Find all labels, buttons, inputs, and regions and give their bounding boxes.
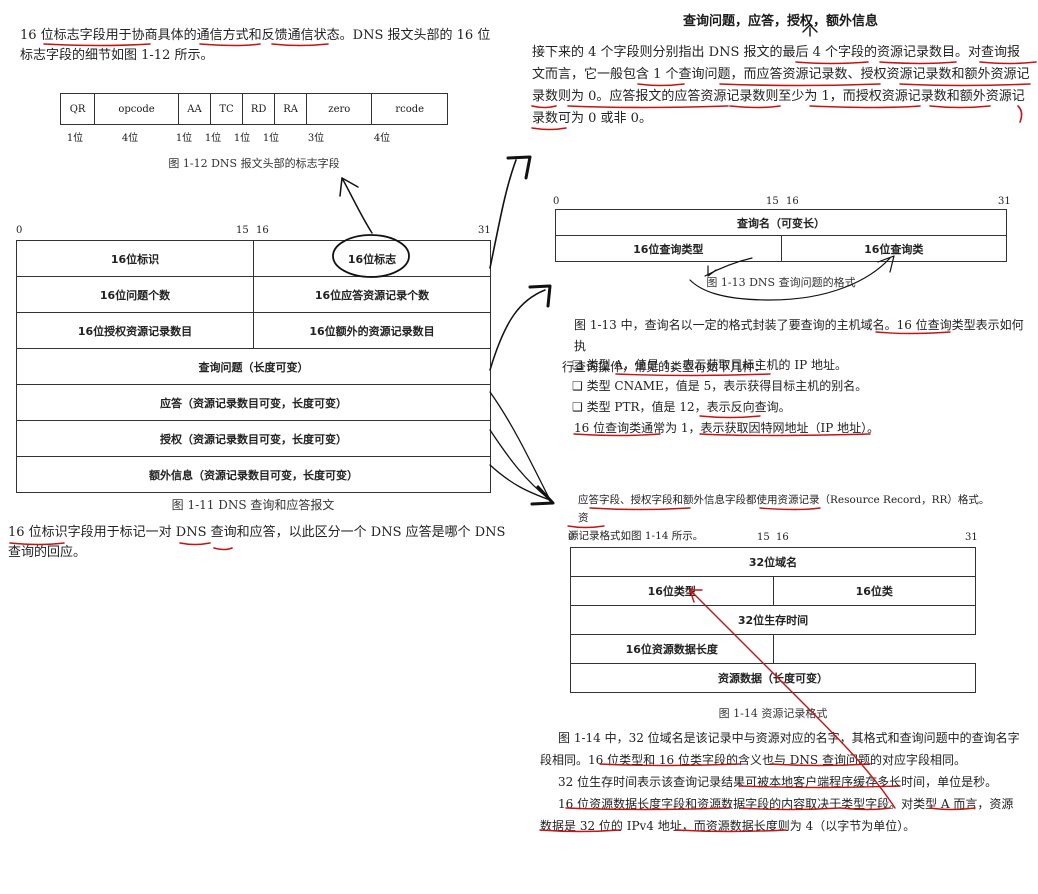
dns-message-format-table: 16位标识 16位标志 16位问题个数 16位应答资源记录个数 16位授权资源记… xyxy=(16,240,491,493)
flag-ra-cell: RA xyxy=(274,93,308,125)
bit-label-15: 15 xyxy=(757,532,770,543)
query-type-field: 16位查询类型 xyxy=(555,235,782,262)
msg-question-section: 查询问题（长度可变） xyxy=(16,348,491,385)
arrow-annotation xyxy=(489,391,551,501)
rr-explain-text: 图 1-14 中，32 位域名是该记录中与资源对应的名字，其格式和查询问题中的查… xyxy=(540,727,1034,837)
arrow-annotation xyxy=(489,464,551,501)
arrow-annotation xyxy=(489,159,517,269)
flag-qr-cell: QR xyxy=(59,93,96,125)
rr-intro-text: 应答字段、授权字段和额外信息字段都使用资源记录（Resource Record，… xyxy=(568,491,998,545)
msg-answer-count-field: 16位应答资源记录个数 xyxy=(253,276,491,313)
checkbox-bullet-icon: ❑ xyxy=(572,358,587,372)
bit-label-0: 0 xyxy=(553,196,560,207)
rr-type-field: 16位类型 xyxy=(570,576,774,606)
list-item: ❑ 类型 A，值是 1，表示获取目标主机的 IP 地址。 xyxy=(572,358,847,372)
text-line: 数据是 32 位的 IPv4 地址，而资源数据长度则为 4（以字节为单位）。 xyxy=(540,819,916,833)
text-line: 图 1-13 中，查询名以一定的格式封装了要查询的主机域名。16 位查询类型表示… xyxy=(574,318,1024,353)
flag-width-label: 4位 xyxy=(121,133,139,144)
flag-opcode-cell: opcode xyxy=(94,93,179,125)
msg-authority-section: 授权（资源记录数目可变，长度可变） xyxy=(16,420,491,457)
flags-figure-caption: 图 1-12 DNS 报文头部的标志字段 xyxy=(168,157,340,170)
flag-rd-cell: RD xyxy=(242,93,276,125)
query-type-text: 图 1-13 中，查询名以一定的格式封装了要查询的主机域名。16 位查询类型表示… xyxy=(562,315,1034,378)
text-line: 段相同。16 位类型和 16 位类字段的含义也与 DNS 查询问题的对应字段相同… xyxy=(540,753,966,767)
bit-label-31: 31 xyxy=(965,532,978,543)
arrow-annotation xyxy=(489,289,546,371)
bit-label-16: 16 xyxy=(776,532,789,543)
query-name-field: 查询名（可变长） xyxy=(555,209,1007,236)
text-line: 16 位资源数据长度字段和资源数据字段的内容取决于类型字段。对类型 A 而言，资… xyxy=(558,797,1014,811)
query-figure-caption: 图 1-13 DNS 查询问题的格式 xyxy=(706,276,856,289)
rr-class-field: 16位类 xyxy=(772,576,976,606)
text-line: 源记录格式如图 1-14 所示。 xyxy=(568,530,704,542)
text-line: 16 位查询类通常为 1，表示获取因特网地址（IP 地址）。 xyxy=(574,421,880,435)
checkbox-bullet-icon: ❑ xyxy=(572,379,587,393)
message-figure-caption: 图 1-11 DNS 查询和应答报文 xyxy=(171,498,335,512)
flag-zero-cell: zero xyxy=(306,93,373,125)
flag-rcode-cell: rcode xyxy=(371,93,448,125)
arrow-head-icon xyxy=(339,177,359,197)
bit-label-15: 15 xyxy=(236,225,249,236)
msg-flags-field: 16位标志 xyxy=(253,240,491,277)
msg-additional-section: 额外信息（资源记录数目可变，长度可变） xyxy=(16,456,491,493)
msg-question-count-field: 16位问题个数 xyxy=(16,276,254,313)
arrow-head-icon xyxy=(528,284,552,308)
flag-aa-cell: AA xyxy=(177,93,212,125)
text-line: 图 1-14 中，32 位域名是该记录中与资源对应的名字，其格式和查询问题中的查… xyxy=(558,731,1020,745)
flag-tc-cell: TC xyxy=(210,93,244,125)
list-item: ❑ 类型 PTR，值是 12，表示反向查询。 xyxy=(572,400,791,414)
section-heading: 查询问题，应答，授权，额外信息 xyxy=(683,14,879,29)
list-item: ❑ 类型 CNAME，值是 5，表示获得目标主机的别名。 xyxy=(572,379,868,393)
bit-label-16: 16 xyxy=(256,225,269,236)
arrow-head-icon xyxy=(530,485,555,506)
bit-label-16: 16 xyxy=(786,196,799,207)
rr-figure-caption: 图 1-14 资源记录格式 xyxy=(718,707,828,720)
text-line: 32 位生存时间表示该查询记录结果可被本地客户端程序缓存多长时间，单位是秒。 xyxy=(558,775,998,789)
flag-width-label: 1位 xyxy=(233,133,251,144)
flag-width-label: 1位 xyxy=(262,133,280,144)
resource-record-table: 32位域名 16位类型 16位类 32位生存时间 16位资源数据长度 资源数据（… xyxy=(570,547,976,693)
rr-data-field: 资源数据（长度可变） xyxy=(570,663,976,693)
arrow-annotation xyxy=(489,429,551,501)
arrow-head-icon xyxy=(506,155,532,180)
rr-empty-cell xyxy=(772,634,976,664)
bit-label-31: 31 xyxy=(478,225,491,236)
checkbox-bullet-icon: ❑ xyxy=(572,400,587,414)
msg-answer-section: 应答（资源记录数目可变，长度可变） xyxy=(16,384,491,421)
rr-data-length-field: 16位资源数据长度 xyxy=(570,634,774,664)
query-format-table: 查询名（可变长） 16位查询类型 16位查询类 xyxy=(555,209,1007,262)
bit-label-0: 0 xyxy=(16,225,23,236)
text-line: 应答字段、授权字段和额外信息字段都使用资源记录（Resource Record，… xyxy=(578,494,990,524)
bit-label-0: 0 xyxy=(568,532,575,543)
query-class-field: 16位查询类 xyxy=(780,235,1007,262)
rr-domain-field: 32位域名 xyxy=(570,547,976,577)
flags-intro-text: 16 位标志字段用于协商具体的通信方式和反馈通信状态。DNS 报文头部的 16 … xyxy=(20,28,491,63)
record-count-text: 接下来的 4 个字段则分别指出 DNS 报文的最后 4 个字段的资源记录数目。对… xyxy=(532,45,1030,126)
flags-field-table: QR opcode AA TC RD RA zero rcode xyxy=(59,93,448,125)
bit-label-15: 15 xyxy=(766,196,779,207)
flag-width-label: 1位 xyxy=(66,133,84,144)
flag-width-label: 1位 xyxy=(204,133,222,144)
flag-width-label: 1位 xyxy=(175,133,193,144)
flag-width-label: 4位 xyxy=(373,133,391,144)
msg-additional-count-field: 16位额外的资源记录数目 xyxy=(253,312,491,349)
text-line: 行查询操作，常见的类型有如下几种： xyxy=(562,360,767,374)
arrow-annotation xyxy=(341,177,373,234)
flag-width-label: 3位 xyxy=(307,133,325,144)
bit-label-31: 31 xyxy=(998,196,1011,207)
msg-authority-count-field: 16位授权资源记录数目 xyxy=(16,312,254,349)
id-field-text: 16 位标识字段用于标记一对 DNS 查询和应答，以此区分一个 DNS 应答是哪… xyxy=(8,525,506,560)
rr-ttl-field: 32位生存时间 xyxy=(570,605,976,635)
msg-id-field: 16位标识 xyxy=(16,240,254,277)
query-type-list: ❑ 类型 A，值是 1，表示获取目标主机的 IP 地址。 ❑ 类型 CNAME，… xyxy=(572,355,1032,439)
